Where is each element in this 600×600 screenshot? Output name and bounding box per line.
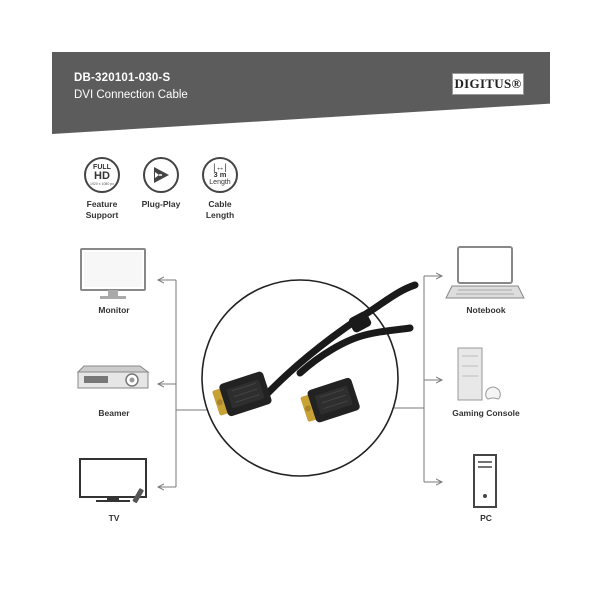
monitor-icon (80, 248, 146, 299)
full-hd-icon: FULL HD 1920 x 1080 px (84, 157, 120, 193)
feature-plug-play: Plug-Play (116, 157, 206, 210)
product-model: DB-320101-030-S (74, 72, 171, 84)
brand-logo: DIGITUS® (452, 73, 524, 95)
product-subtitle: DVI Connection Cable (74, 89, 188, 101)
plug-play-icon (143, 157, 179, 193)
tv-icon (79, 458, 147, 504)
right-connector-lines (376, 276, 442, 482)
feature-cable-length: |↔| 3 m Length Cable Length (175, 157, 265, 221)
projector-icon (76, 365, 150, 389)
laptop-icon (445, 246, 525, 299)
desktop-tower-icon (473, 454, 497, 508)
device-label-tv: TV (108, 513, 120, 523)
device-label-pc: PC (480, 513, 492, 523)
device-label-notebook: Notebook (466, 305, 506, 315)
feature-caption: Cable Length (205, 199, 235, 220)
feature-full-hd: FULL HD 1920 x 1080 px Feature Support (57, 157, 147, 221)
cable-length-icon: |↔| 3 m Length (202, 157, 238, 193)
device-label-gaming-console: Gaming Console (452, 408, 520, 418)
feature-caption: Plug-Play (141, 199, 181, 209)
dvi-cable-icon (212, 281, 419, 423)
feature-caption: Feature Support (85, 199, 119, 220)
device-label-monitor: Monitor (98, 305, 130, 315)
device-label-beamer: Beamer (98, 408, 130, 418)
game-console-icon (457, 347, 501, 401)
